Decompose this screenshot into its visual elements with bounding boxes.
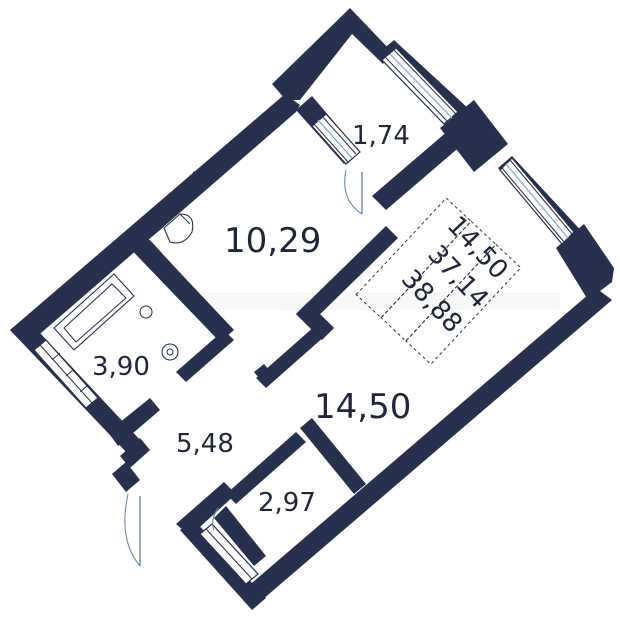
toilet-icon	[163, 213, 194, 244]
wall-hall-divider	[256, 318, 334, 388]
wall-storage-right	[300, 418, 366, 494]
wall-bath-right	[176, 330, 234, 382]
window-bottom	[199, 523, 259, 585]
wall-outer-top-left	[10, 94, 300, 346]
window-left	[33, 339, 99, 409]
sink-icon	[161, 343, 179, 361]
wall-balcony-divider	[372, 124, 470, 210]
wall-outer-bottom-right	[246, 288, 612, 600]
wall-entrance-post	[112, 462, 140, 492]
wall-entrance-stub	[120, 438, 150, 468]
wall-bath-inner	[136, 240, 190, 296]
window-top-left-dashes	[125, 169, 197, 237]
wall-storage-top	[226, 432, 306, 504]
room-area-main: 10,29	[224, 221, 321, 261]
door-swing-icon	[212, 507, 219, 531]
wall-outer-bottom-left	[176, 482, 236, 536]
room-area-living: 14,50	[314, 387, 411, 427]
door-swing-icon	[344, 169, 363, 215]
door-swing-icon	[124, 493, 141, 567]
door-balcony	[344, 169, 363, 215]
wall-outer-pillar	[440, 100, 508, 172]
wall-outer-bottom	[180, 520, 266, 610]
wall-center-main	[296, 226, 398, 326]
room-area-bathroom: 3,90	[92, 352, 150, 382]
wall-outer-top-notch	[272, 8, 392, 100]
room-area-balcony: 1,74	[352, 121, 410, 151]
window-balcony-inner	[311, 113, 361, 165]
wall-outer-left-lower	[108, 398, 160, 446]
wall-outer-right-corner	[556, 224, 614, 300]
bathtub	[53, 273, 153, 351]
room-area-storage: 2,97	[258, 488, 316, 518]
room-area-hallway: 5,48	[176, 429, 234, 459]
window-right	[499, 157, 575, 245]
toilet	[163, 213, 194, 244]
sink	[161, 343, 179, 361]
window-top-right	[381, 47, 459, 125]
wall-hall-small	[254, 364, 274, 384]
door-entrance	[124, 493, 141, 567]
door-storage	[212, 507, 219, 531]
wall-closet-bottom	[214, 506, 266, 566]
bathtub-icon	[53, 273, 135, 351]
